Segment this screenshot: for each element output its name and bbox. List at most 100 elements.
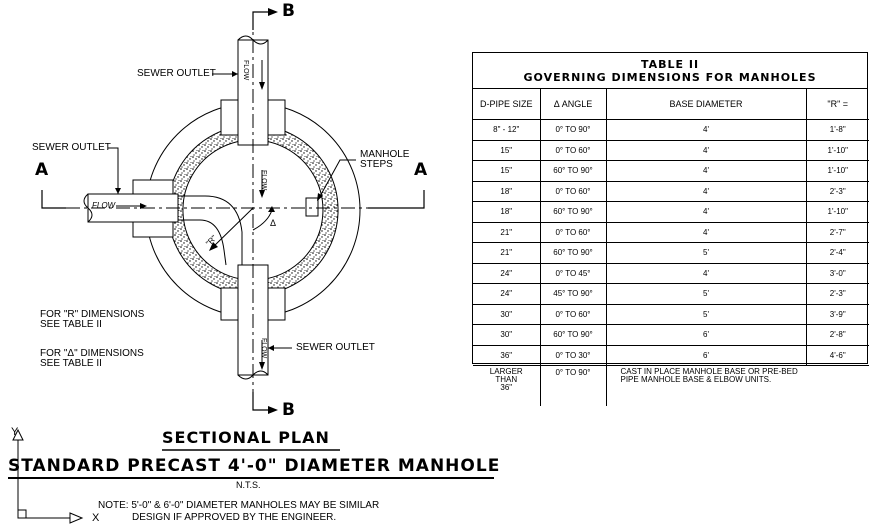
cell-pipe-size: 30" bbox=[473, 324, 540, 346]
manhole-steps bbox=[305, 197, 319, 217]
header-pipe-size: D-PIPE SIZE bbox=[473, 89, 540, 120]
sewer-outlet-top-label: SEWER OUTLET bbox=[137, 68, 216, 79]
delta-arc-arrowhead bbox=[268, 206, 275, 212]
cell-r: 2'-3" bbox=[805, 283, 869, 305]
table-title-line2: GOVERNING DIMENSIONS FOR MANHOLES bbox=[523, 71, 817, 84]
cell-pipe-size: 21" bbox=[473, 222, 540, 243]
cell-angle: 0° TO 90° bbox=[539, 365, 606, 406]
cell-r: 1'-8" bbox=[805, 119, 869, 141]
cell-base-diameter: 4' bbox=[605, 160, 806, 182]
flow-label-left: FLOW bbox=[92, 201, 116, 210]
cell-base-diameter: 5' bbox=[605, 242, 806, 264]
cell-base-diameter: 6' bbox=[605, 324, 806, 346]
cell-angle: 60° TO 90° bbox=[539, 201, 606, 223]
footnote-line1: NOTE: 5'-0" & 6'-0" DIAMETER MANHOLES MA… bbox=[98, 500, 380, 511]
cell-r: 4'-6" bbox=[805, 345, 869, 366]
table-row: 36"0° TO 30°6'4'-6" bbox=[473, 345, 869, 366]
section-a-left-marker bbox=[41, 190, 66, 209]
note-delta-line1: FOR "Δ" DIMENSIONS bbox=[40, 348, 144, 359]
section-a-right-label: A bbox=[414, 160, 428, 180]
table-row: 18"60° TO 90°4'1'-10" bbox=[473, 201, 869, 223]
note-delta-line2: SEE TABLE II bbox=[40, 358, 102, 369]
y-axis-arrow bbox=[12, 428, 24, 441]
section-b-bottom-label: B bbox=[282, 400, 295, 420]
section-a-right-marker bbox=[400, 190, 425, 209]
curved-flow-channel-inner bbox=[178, 219, 227, 266]
cell-base-diameter: 4' bbox=[605, 181, 806, 202]
flow-arrow-center-head bbox=[259, 190, 265, 198]
cell-r: 2'-4" bbox=[805, 242, 869, 264]
table-row: 18"0° TO 60°4'2'-3" bbox=[473, 181, 869, 202]
flow-arrow-top-head bbox=[259, 82, 265, 90]
cell-base-diameter: 5' bbox=[605, 304, 806, 325]
table-body: 8" - 12"0° TO 90°4'1'-8"15"0° TO 60°4'1'… bbox=[473, 119, 869, 406]
cell-angle: 45° TO 90° bbox=[539, 283, 606, 305]
table-row: 21"60° TO 90°5'2'-4" bbox=[473, 242, 869, 264]
manhole-steps-label: MANHOLE STEPS bbox=[360, 149, 410, 170]
sewer-outlet-top-leader-arrow bbox=[232, 71, 238, 77]
cell-r: 1'-10" bbox=[805, 201, 869, 223]
footnote-line2: DESIGN IF APPROVED BY THE ENGINEER. bbox=[132, 512, 337, 523]
cell-angle: 0° TO 60° bbox=[539, 140, 606, 161]
left-pipe-break bbox=[83, 193, 93, 223]
cell-pipe-size: 18" bbox=[473, 201, 540, 223]
cell-angle: 0° TO 60° bbox=[539, 181, 606, 202]
table-row: 24"0° TO 45°4'3'-0" bbox=[473, 263, 869, 284]
cell-base-diameter: 4' bbox=[605, 222, 806, 243]
sewer-outlet-bottom-leader-arrow bbox=[268, 345, 274, 351]
table-row: 24"45° TO 90°5'2'-3" bbox=[473, 283, 869, 305]
table-row: 30"60° TO 90°6'2'-8" bbox=[473, 324, 869, 346]
x-axis-label: X bbox=[92, 512, 100, 524]
r-dimension-arrowhead bbox=[209, 242, 218, 251]
flow-arrow-left-head bbox=[140, 203, 147, 209]
cell-angle: 60° TO 90° bbox=[539, 324, 606, 346]
cell-angle: 0° TO 60° bbox=[539, 304, 606, 325]
governing-dimensions-table: TABLE II GOVERNING DIMENSIONS FOR MANHOL… bbox=[472, 52, 869, 406]
cell-base-diameter: 4' bbox=[605, 263, 806, 284]
flow-arrow-bottom-head bbox=[259, 362, 265, 370]
cell-angle: 0° TO 90° bbox=[539, 119, 606, 141]
cell-angle: 60° TO 90° bbox=[539, 160, 606, 182]
cell-pipe-size: 15" bbox=[473, 160, 540, 182]
table-row: 30"0° TO 60°5'3'-9" bbox=[473, 304, 869, 325]
cell-pipe-size: LARGER THAN 36" bbox=[489, 367, 523, 392]
cell-r: 1'-10" bbox=[805, 140, 869, 161]
section-b-bottom-marker bbox=[252, 392, 268, 411]
title-sectional-plan: SECTIONAL PLAN bbox=[162, 428, 330, 447]
title-standard-manhole: STANDARD PRECAST 4'-0" DIAMETER MANHOLE bbox=[8, 456, 501, 476]
cell-angle: 0° TO 60° bbox=[539, 222, 606, 243]
cell-pipe-size: 30" bbox=[473, 304, 540, 325]
not-to-scale-label: N.T.S. bbox=[236, 480, 261, 490]
table-row: 15"60° TO 90°4'1'-10" bbox=[473, 160, 869, 182]
delta-angle-label: Δ bbox=[270, 218, 277, 228]
header-base-diameter: BASE DIAMETER bbox=[605, 89, 806, 120]
manhole-steps-leader-arrow bbox=[317, 193, 323, 201]
section-b-top-label: B bbox=[282, 1, 295, 21]
cell-r: 3'-0" bbox=[805, 263, 869, 284]
sewer-outlet-left-label: SEWER OUTLET bbox=[32, 142, 111, 153]
table-title: TABLE II GOVERNING DIMENSIONS FOR MANHOL… bbox=[473, 53, 867, 89]
cell-base-diameter: 5' bbox=[605, 283, 806, 305]
cell-r: 2'-8" bbox=[805, 324, 869, 346]
sewer-outlet-left-leader-arrow bbox=[115, 188, 121, 194]
table-row: 8" - 12"0° TO 90°4'1'-8" bbox=[473, 119, 869, 141]
section-a-left-label: A bbox=[35, 160, 49, 180]
header-angle: Δ ANGLE bbox=[539, 89, 606, 120]
dimensions-grid: D-PIPE SIZE Δ ANGLE BASE DIAMETER "R" = … bbox=[473, 89, 869, 406]
flow-label-bottom: FLOW bbox=[260, 338, 267, 359]
cell-r: 3'-9" bbox=[805, 304, 869, 325]
table-title-line1: TABLE II bbox=[640, 58, 700, 71]
note-r-line2: SEE TABLE II bbox=[40, 319, 102, 330]
section-b-bottom-arrow bbox=[268, 406, 278, 414]
cell-r: 2'-7" bbox=[805, 222, 869, 243]
axis-origin-box bbox=[17, 509, 27, 519]
cell-r: 2'-3" bbox=[805, 181, 869, 202]
cell-base-diameter: 4' bbox=[605, 201, 806, 223]
cell-remark: CAST IN PLACE MANHOLE BASE OR PRE-BED PI… bbox=[605, 365, 869, 406]
table-row: 15"0° TO 60°4'1'-10" bbox=[473, 140, 869, 161]
header-r: "R" = bbox=[805, 89, 869, 120]
table-header-row: D-PIPE SIZE Δ ANGLE BASE DIAMETER "R" = bbox=[473, 89, 869, 120]
sewer-outlet-left-leader bbox=[108, 147, 119, 194]
cell-pipe-size: 24" bbox=[473, 263, 540, 284]
